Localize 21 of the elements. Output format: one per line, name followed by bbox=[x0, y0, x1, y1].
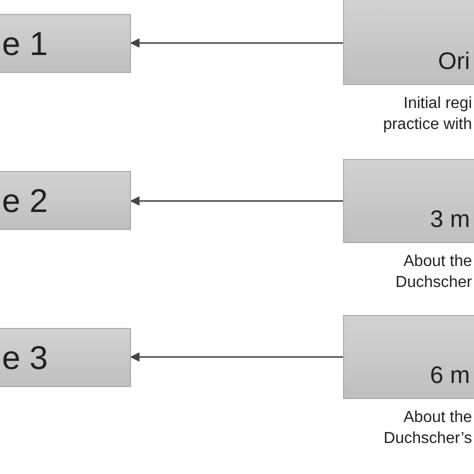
process-box bbox=[343, 159, 474, 243]
process-box bbox=[0, 14, 131, 73]
arrow bbox=[130, 38, 343, 48]
arrow bbox=[130, 352, 343, 362]
box-label: e 3 bbox=[2, 338, 48, 376]
box-label: Ori bbox=[438, 48, 470, 76]
process-box bbox=[0, 328, 131, 387]
process-box bbox=[343, 0, 474, 85]
note-text: About the bbox=[404, 409, 472, 427]
process-box bbox=[343, 315, 474, 399]
box-label: 3 m bbox=[430, 206, 470, 234]
box-label: e 1 bbox=[2, 24, 48, 62]
note-text: Duchscher bbox=[396, 274, 472, 292]
note-text: Initial regi bbox=[404, 95, 472, 113]
note-text: Duchscher’s bbox=[384, 430, 472, 448]
process-box bbox=[0, 171, 131, 230]
note-text: About the bbox=[404, 253, 472, 271]
note-text: practice with bbox=[383, 116, 472, 134]
arrow bbox=[130, 196, 343, 206]
box-label: 6 m bbox=[430, 362, 470, 390]
box-label: e 2 bbox=[2, 182, 48, 220]
